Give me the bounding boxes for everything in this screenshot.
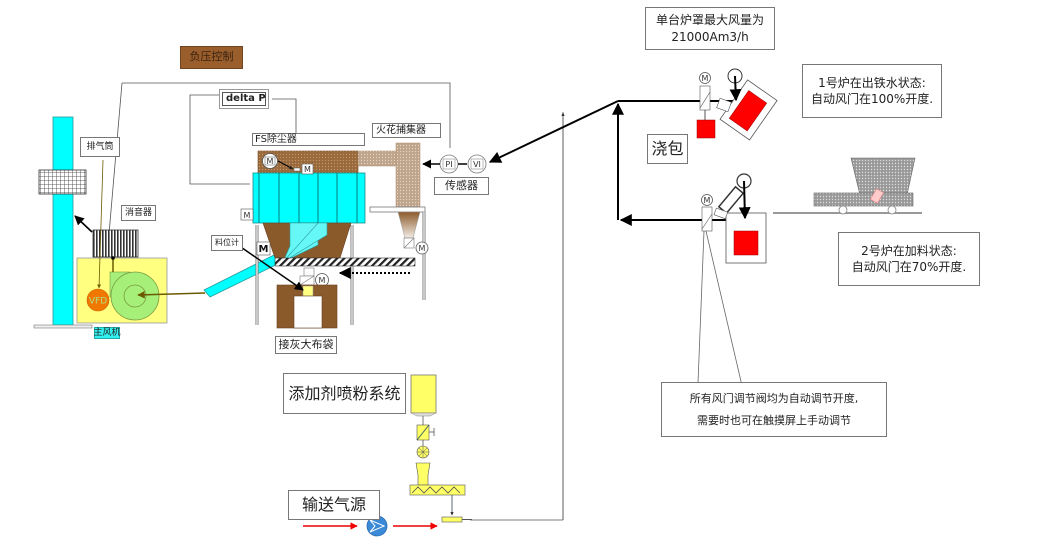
- vfd-label: VFD: [89, 297, 107, 307]
- vfd-drive: [86, 288, 110, 312]
- svg-text:M: M: [267, 157, 274, 166]
- duct-to-fan-arrow: [137, 291, 206, 299]
- silencer-to-stack-arrow: [74, 215, 93, 233]
- exhaust-stack: [33, 116, 93, 329]
- stack-base: [33, 324, 93, 329]
- ash-bag-label: 接灰大布袋: [275, 336, 337, 354]
- sensor-group: PI VI: [422, 154, 487, 174]
- damper-1: [699, 85, 711, 111]
- ladle-block: [696, 119, 716, 139]
- delta-p-box: delta P: [219, 89, 269, 109]
- fan-volute: [110, 271, 160, 321]
- svg-text:M: M: [244, 211, 251, 220]
- screw-feeder: [409, 484, 466, 496]
- exhaust-stack-label: 排气筒: [80, 137, 120, 157]
- level-meter-label: 料位计: [211, 235, 243, 251]
- svg-text:M: M: [704, 196, 711, 205]
- sensor-label: 传感器: [434, 177, 489, 195]
- damper-control-note: 所有风门调节阀均为自动调节开度, 需要时也可在触摸屏上手动调节: [661, 382, 887, 437]
- svg-text:M: M: [702, 74, 709, 83]
- motor-icon: [256, 241, 271, 256]
- stack-grid-section: [38, 169, 87, 195]
- level-sensor: [302, 285, 314, 297]
- level-meter-pointer: [234, 242, 304, 291]
- damper-control-line1: 所有风门调节阀均为自动调节开度,: [689, 391, 859, 405]
- injector: [441, 516, 463, 523]
- svg-text:VI: VI: [473, 160, 481, 169]
- damper-control-line2: 需要时也可在触摸屏上手动调节: [697, 413, 851, 427]
- main-fan-label: 主风机: [93, 327, 121, 339]
- delta-p-label: delta P: [222, 92, 266, 106]
- control-to-vfd-arrow: [97, 159, 104, 289]
- motor-icon: [701, 194, 713, 206]
- filter-modules: [252, 172, 366, 224]
- additive-injection-system-label: 添加剂喷粉系统: [283, 373, 406, 414]
- spark-catcher-label: 火花捕集器: [372, 123, 441, 138]
- ladle-label: 浇包: [647, 134, 688, 164]
- motor-icon: [240, 208, 254, 221]
- max-airflow-note: 单台炉罩最大风量为 21000Am3/h: [645, 7, 775, 50]
- note-pointer-lines: [697, 230, 744, 391]
- furnace-2-status-line2: 自动风门在70%开度.: [851, 260, 967, 274]
- svg-text:M: M: [304, 165, 311, 174]
- motor-icon: [699, 72, 711, 84]
- furnace-1-status-note: 1号炉在出铁水状态: 自动风门在100%开度.: [802, 64, 942, 118]
- fs-dust-collector: [252, 150, 366, 325]
- furnace-1-status-line1: 1号炉在出铁水状态:: [818, 75, 926, 90]
- screw-conveyor: [274, 257, 416, 267]
- collector-motors: M M M M: [240, 153, 314, 256]
- svg-text:PI: PI: [445, 160, 452, 169]
- motor-icon: [301, 163, 314, 175]
- negative-pressure-control-label: 负压控制: [180, 46, 243, 69]
- silencer-label: 消音器: [121, 205, 156, 221]
- additive-silo: [410, 374, 437, 414]
- spark-catcher: M: [357, 142, 429, 300]
- damper-2: [701, 206, 713, 232]
- furnace-2-status-note: 2号炉在加料状态: 自动风门在70%开度.: [838, 232, 980, 286]
- furnace-2: M: [701, 173, 767, 264]
- additive-injection-system: [409, 374, 472, 523]
- max-airflow-line1: 单台炉罩最大风量为: [655, 13, 764, 28]
- ash-bag-station: M: [276, 267, 338, 329]
- conveying-air-source-label: 输送气源: [288, 490, 380, 520]
- furnace-1: M: [696, 68, 778, 141]
- furnace-2-status-line1: 2号炉在加料状态:: [861, 243, 957, 258]
- main-fan-unit: VFD: [76, 256, 168, 324]
- fs-dust-collector-label: FS除尘器: [252, 133, 365, 146]
- svg-text:M: M: [419, 244, 426, 253]
- svg-text:M: M: [259, 244, 269, 255]
- fan-impeller: [123, 284, 147, 308]
- svg-text:M: M: [319, 276, 326, 285]
- max-airflow-line2: 21000Am3/h: [671, 29, 749, 44]
- big-bag: [293, 295, 323, 329]
- motor-icon: [415, 241, 429, 255]
- charging-car: [773, 157, 922, 215]
- conveying-air-source: [303, 515, 438, 537]
- furnace-1-status-line2: 自动风门在100%开度.: [810, 92, 934, 106]
